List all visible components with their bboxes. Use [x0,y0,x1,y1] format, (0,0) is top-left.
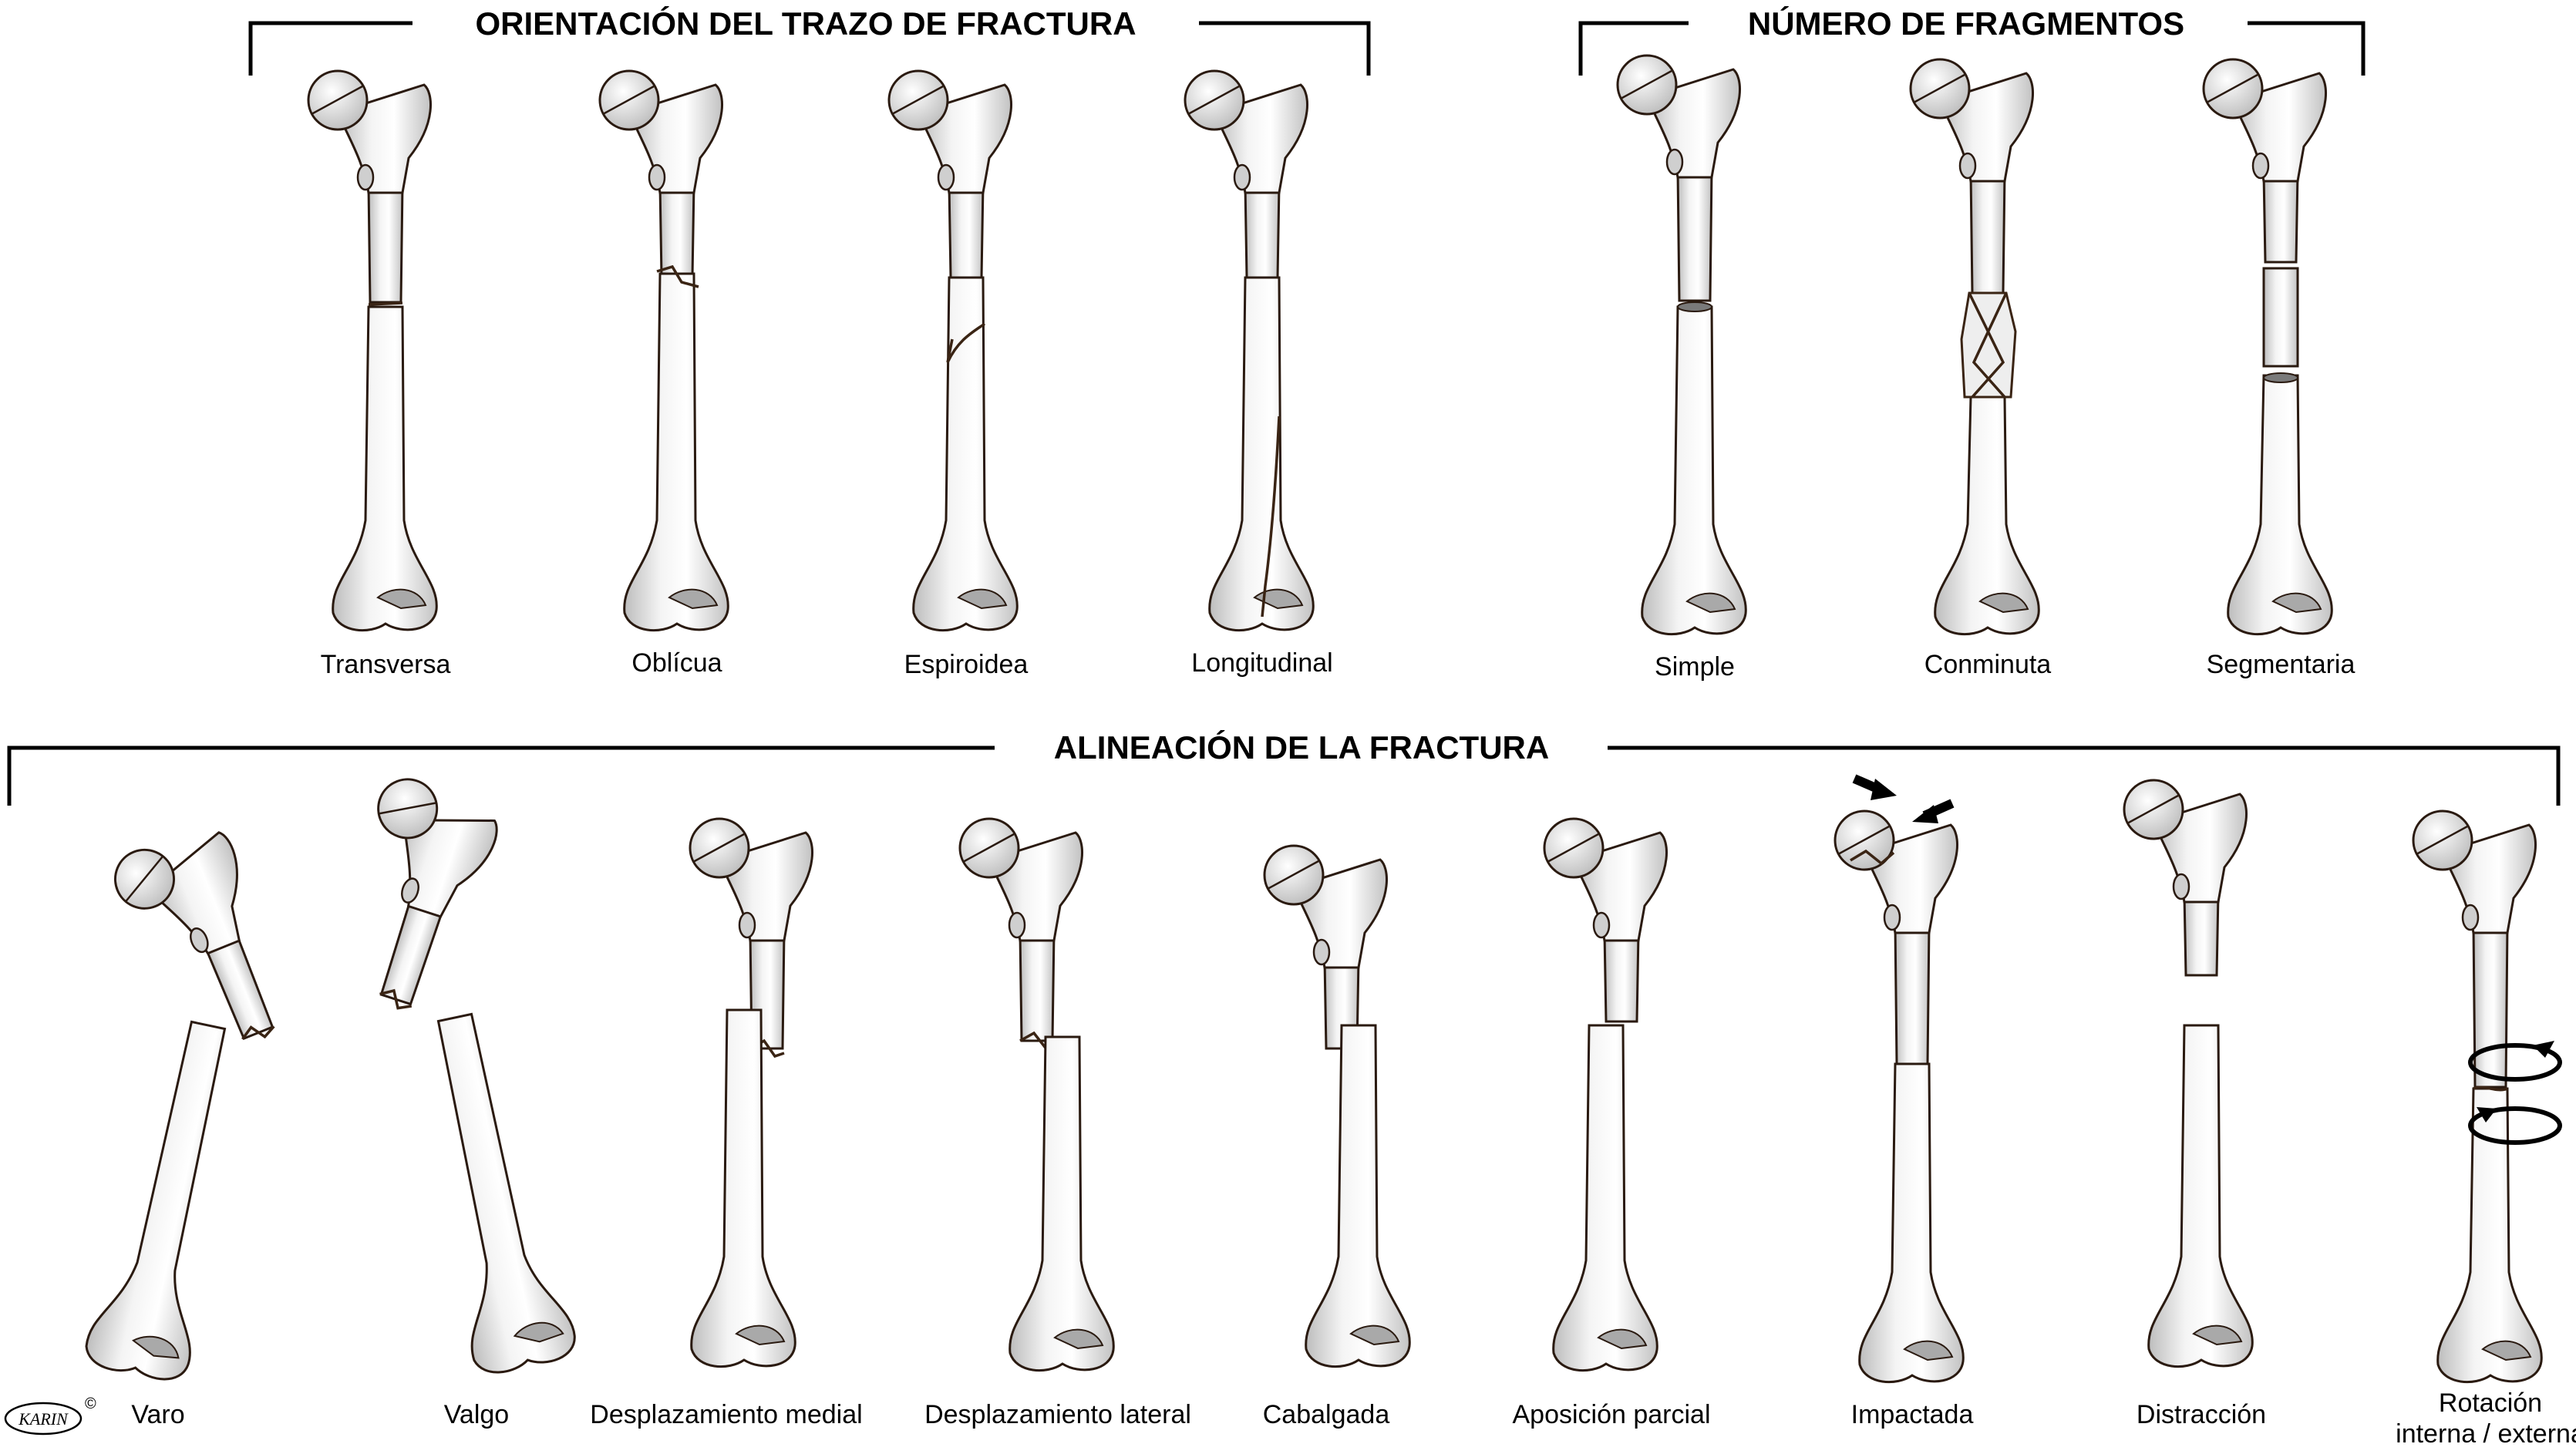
bone-simple [1618,56,1746,634]
label-espiroidea: Espiroidea [904,649,1029,680]
section-title-fragments: NÚMERO DE FRAGMENTOS [1736,5,2197,42]
bone-aposicion-upper [1544,819,1667,1022]
bone-desp-lateral-upper [960,819,1083,1047]
label-oblicua: Oblícua [631,648,722,678]
bone-transversa [308,71,436,631]
label-distraccion: Distracción [2137,1399,2266,1430]
bone-valgo-upper [320,772,505,1021]
label-rotacion-line2: interna / externa [2396,1419,2576,1449]
bone-rotacion [2413,811,2541,1382]
bone-espiroidea [889,71,1017,631]
bone-oblicua [600,71,728,631]
bone-distraccion-upper [2124,780,2247,975]
label-varo: Varo [131,1399,184,1430]
label-simple: Simple [1655,651,1735,682]
label-rotacion-line1: Rotación [2396,1388,2576,1419]
bone-desp-medial-lower [692,1010,796,1367]
label-desplazamiento-medial: Desplazamiento medial [590,1399,862,1430]
bone-desp-lateral-lower [1010,1037,1114,1371]
bone-cabalgada-upper [1264,846,1387,1048]
bone-longitudinal [1185,71,1313,631]
bone-aposicion-lower [1554,1025,1658,1371]
bone-distraccion-lower [2149,1025,2253,1367]
label-aposicion-parcial: Aposición parcial [1512,1399,1710,1430]
label-segmentaria: Segmentaria [2207,649,2355,680]
section-title-alignment: ALINEACIÓN DE LA FRACTURA [1042,729,1561,766]
bone-segmentaria [2204,59,2332,634]
bone-impactada [1835,811,1963,1382]
bone-conminuta [1911,59,2039,634]
label-rotacion: Rotación interna / externa [2396,1388,2576,1449]
label-cabalgada: Cabalgada [1263,1399,1389,1430]
section-title-orientation: ORIENTACIÓN DEL TRAZO DE FRACTURA [463,5,1148,42]
label-valgo: Valgo [444,1399,509,1430]
label-longitudinal: Longitudinal [1191,648,1332,678]
label-impactada: Impactada [1851,1399,1974,1430]
signature-logo: KARIN [3,1400,83,1437]
label-conminuta: Conminuta [1924,649,2051,680]
bone-varo-lower [82,1015,258,1385]
signature-text: KARIN [18,1409,69,1429]
bone-cabalgada-lower [1306,1025,1410,1367]
bone-valgo-lower [403,1007,579,1377]
label-desplazamiento-lateral: Desplazamiento lateral [924,1399,1191,1430]
label-transversa: Transversa [321,649,451,680]
bone-figures [82,56,2541,1385]
copyright-mark: © [85,1395,96,1412]
